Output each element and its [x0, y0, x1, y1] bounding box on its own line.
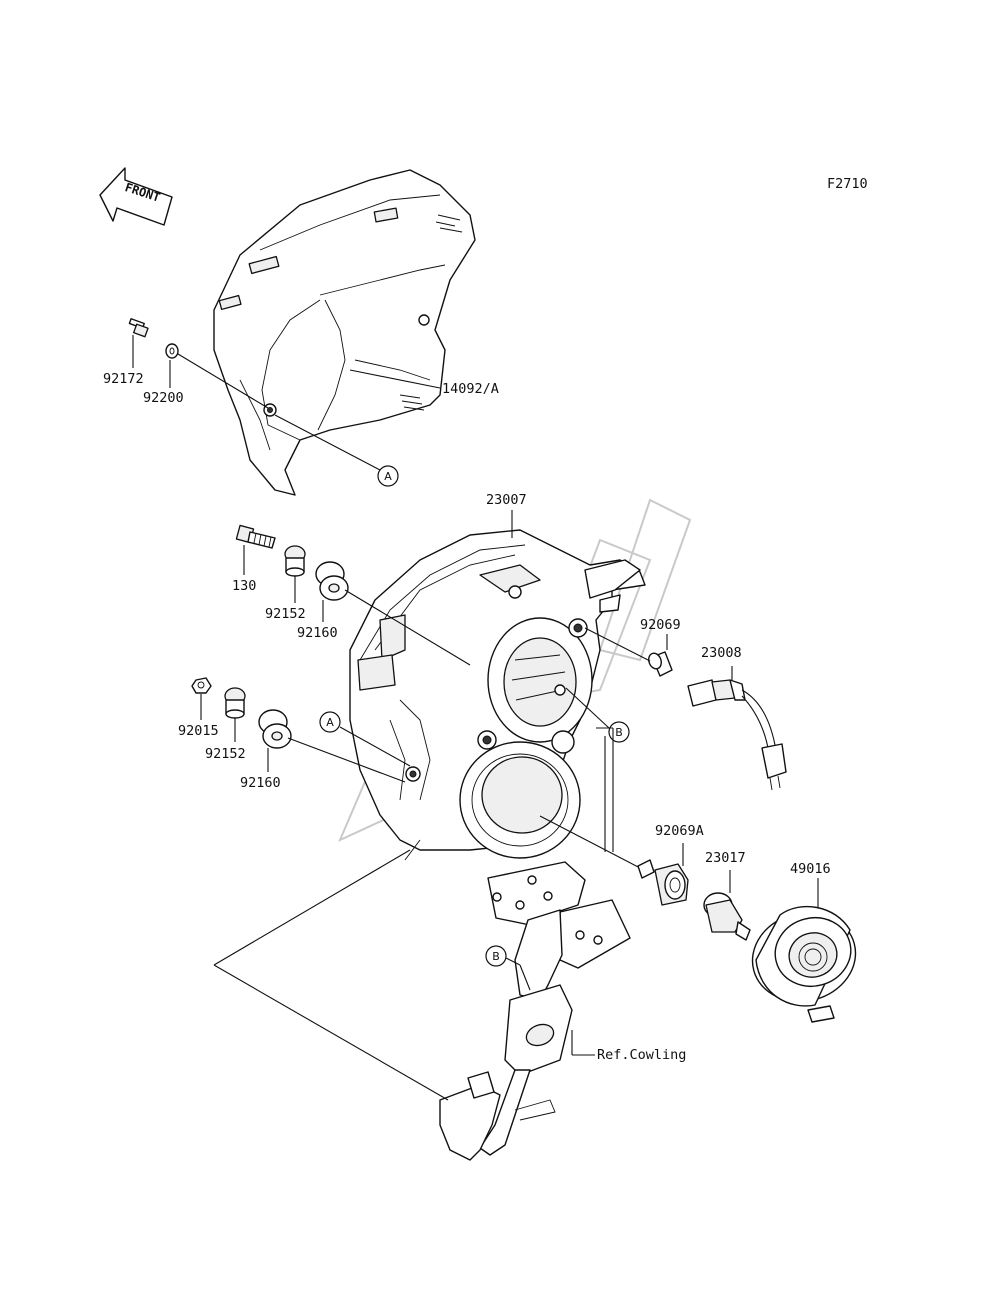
socket-23017: [703, 870, 751, 941]
label-92172: 92172: [103, 371, 144, 387]
grommet-92160-lower: [258, 709, 406, 783]
svg-text:A: A: [326, 716, 334, 729]
label-14092a: 14092/A: [442, 381, 499, 397]
mounting-bracket: [439, 861, 631, 1161]
label-92015: 92015: [178, 723, 219, 739]
label-92160-upper: 92160: [297, 625, 338, 641]
front-arrow-icon: FRONT: [99, 167, 173, 226]
label-23007: 23007: [486, 492, 527, 508]
bulb-92069: [584, 627, 673, 677]
label-23008: 23008: [701, 645, 742, 661]
svg-text:A: A: [384, 470, 392, 483]
headlight-assembly: [349, 529, 646, 861]
label-92069a: 92069A: [655, 823, 704, 839]
washer-92200: [165, 343, 269, 409]
callout-b-right: B: [608, 721, 630, 743]
socket-23008: [687, 666, 787, 791]
callout-a-upper: A: [377, 465, 399, 487]
svg-text:B: B: [492, 950, 500, 963]
label-23017: 23017: [705, 850, 746, 866]
svg-text:B: B: [615, 726, 623, 739]
nut-92015: [191, 677, 212, 720]
bulb-92069a: [637, 843, 689, 906]
label-130: 130: [232, 578, 256, 594]
label-92152-upper: 92152: [265, 606, 306, 622]
label-ref-cowling: Ref.Cowling: [597, 1047, 686, 1063]
collar-92152-lower: [224, 687, 246, 742]
callout-a-lower: A: [319, 711, 411, 767]
label-92152-lower: 92152: [205, 746, 246, 762]
bolt-130: [235, 524, 276, 575]
collar-92152-upper: [284, 545, 306, 603]
label-92160-lower: 92160: [240, 775, 281, 791]
cover-49016: [751, 878, 857, 1023]
label-92069: 92069: [640, 617, 681, 633]
label-92200: 92200: [143, 390, 184, 406]
headlight-cover: [213, 169, 476, 496]
callout-b-bracket: B: [485, 945, 507, 967]
screw-92172: [128, 318, 149, 368]
figure-code: F2710: [827, 176, 868, 192]
label-49016: 49016: [790, 861, 831, 877]
grommet-92160-upper: [315, 561, 471, 666]
